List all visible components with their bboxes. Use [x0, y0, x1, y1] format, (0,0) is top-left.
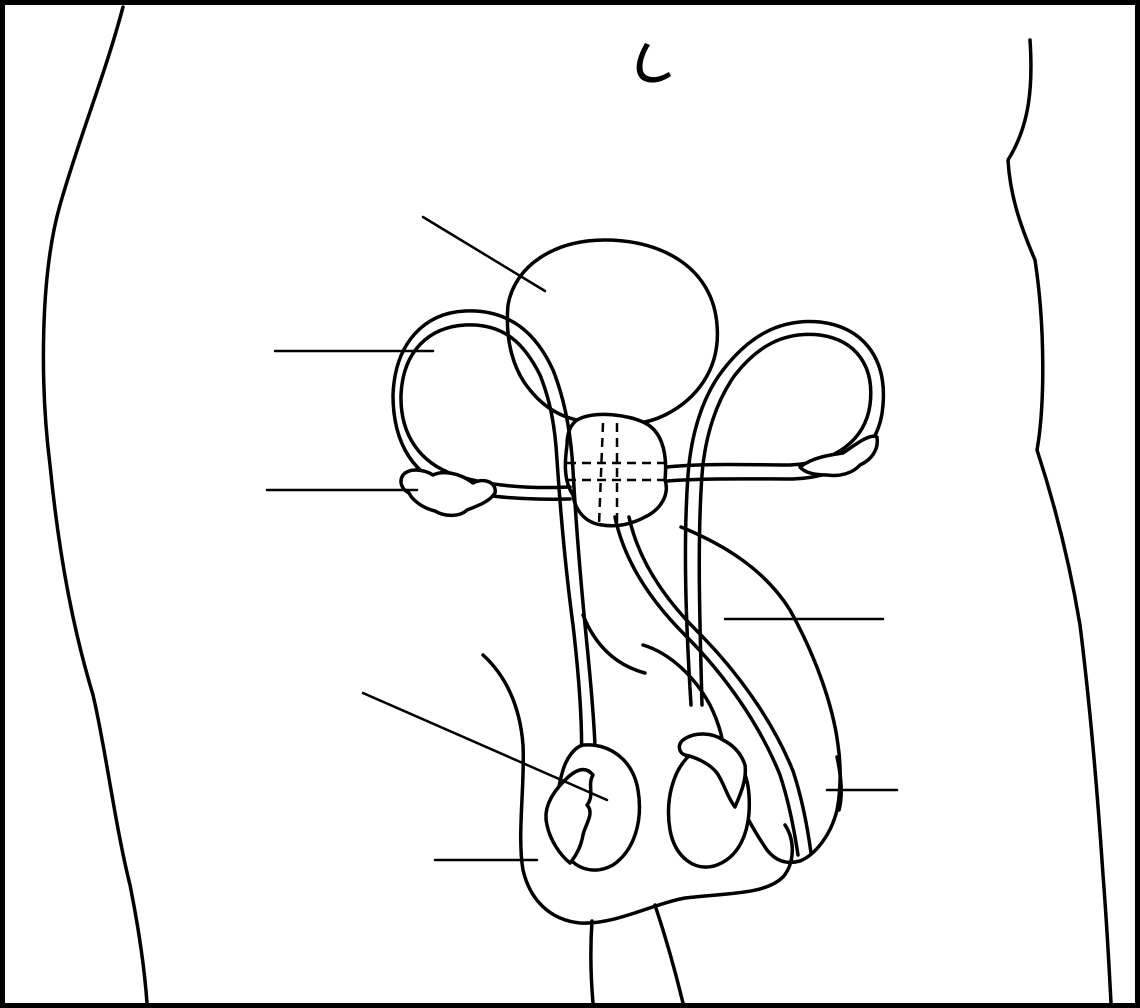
body-outline-left — [43, 7, 147, 1003]
anatomy-diagram — [5, 5, 1135, 1003]
orientation-mark-l-glyph — [637, 43, 671, 83]
seminal-vesicle-right — [800, 436, 877, 475]
leader-line-1 — [423, 217, 545, 291]
bladder — [507, 240, 717, 424]
thigh-left-line — [591, 921, 593, 1003]
seminal-vesicle-left — [401, 470, 495, 515]
body-outline-right — [1008, 40, 1111, 1003]
thigh-right-line — [655, 905, 683, 1003]
leader-line-5 — [363, 693, 607, 800]
